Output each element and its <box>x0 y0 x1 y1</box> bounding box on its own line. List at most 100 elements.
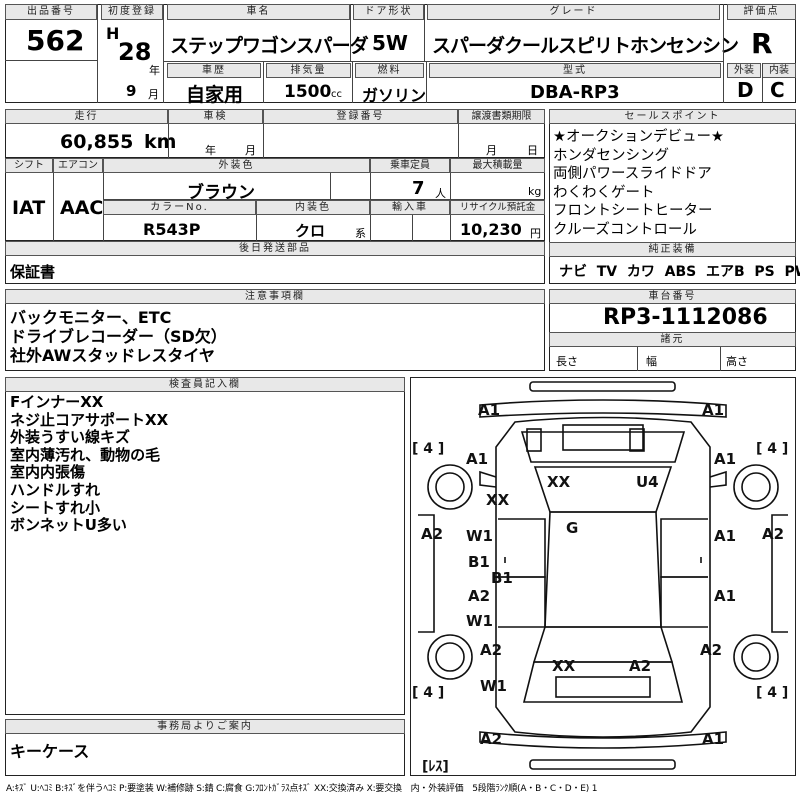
persons-unit: 人 <box>435 187 446 200</box>
damage-mark: XX <box>547 473 571 491</box>
damage-mark: A2 <box>421 525 443 543</box>
genuine-item: PS <box>754 264 775 280</box>
sales-point: 両側パワースライドドア <box>553 166 712 182</box>
inspector-line: 室内内張傷 <box>10 463 86 482</box>
spare-label: [ﾚｽ] <box>422 759 449 775</box>
tire-fr-label: [ 4 ] <box>756 441 788 457</box>
trans-month: 月 <box>486 144 497 157</box>
sales-point: クルーズコントロール <box>553 221 697 238</box>
lot-header: 出品番号 <box>5 4 97 20</box>
interior-value: C <box>770 78 785 102</box>
yen-unit: 円 <box>530 227 541 240</box>
ac-header: エアコン <box>53 158 103 173</box>
inspector-line: FインナーXX <box>10 393 104 411</box>
cc-unit: cc <box>331 89 342 100</box>
damage-mark: A1 <box>466 450 488 468</box>
insp-month: 月 <box>245 144 256 157</box>
damage-mark: W1 <box>466 612 493 630</box>
genuine-item: ABS <box>664 264 697 280</box>
shift-header: シフト <box>5 158 53 173</box>
chassis-value: RP3-1112086 <box>603 305 768 330</box>
exterior-header: 外装 <box>727 63 761 78</box>
genuine-header: 純正装備 <box>549 242 796 257</box>
damage-mark: A2 <box>762 525 784 543</box>
sales-point: ホンダセンシング <box>553 147 669 164</box>
office-header: 事務局よりご案内 <box>5 719 405 734</box>
history-header: 車歴 <box>167 63 261 78</box>
score-header: 評価点 <box>727 4 796 20</box>
ext-color-header: 外装色 <box>103 158 370 173</box>
first-reg-header: 初度登録 <box>101 4 163 20</box>
type-header: 型式 <box>429 63 721 78</box>
int-color-header: 内装色 <box>256 200 370 215</box>
int-color-value: クロ <box>295 222 326 240</box>
color-no-header: カラーNo. <box>103 200 256 215</box>
displacement-value: 1500 <box>284 82 332 102</box>
genuine-item: エアB <box>705 264 745 280</box>
shift-value: IAT <box>12 197 46 219</box>
inspection-header: 車検 <box>168 109 263 124</box>
genuine-item: カワ <box>626 264 655 280</box>
color-no-value: R543P <box>143 220 201 239</box>
score-value: R <box>751 27 773 60</box>
fuel-value: ガソリン <box>362 86 427 105</box>
recycle-value: 10,230 <box>460 220 522 239</box>
damage-mark: B1 <box>491 569 513 587</box>
specs-header: 諸元 <box>549 332 796 347</box>
later-parts-header: 後日発送部品 <box>5 241 545 256</box>
damage-mark: A1 <box>702 730 724 748</box>
sales-point: わくわくゲート <box>553 184 655 201</box>
genuine-list: ナビ TV カワ ABS エアB PS PW <box>559 261 800 281</box>
interior-header: 内装 <box>762 63 796 78</box>
damage-mark: G <box>566 519 578 537</box>
insp-year: 年 <box>205 144 216 157</box>
mileage-header: 走行 <box>5 109 168 124</box>
damage-mark: A2 <box>480 730 502 748</box>
damage-mark: A1 <box>702 401 724 419</box>
grade-value: スパーダクールスピリトホンセンシン <box>432 35 739 57</box>
ac-value: AAC <box>60 197 104 219</box>
plate-header: 登録番号 <box>263 109 458 124</box>
model-name: ステップワゴンスパーダ <box>170 35 369 57</box>
type-value: DBA-RP3 <box>530 82 620 103</box>
inspector-line: シートすれ小 <box>10 498 101 517</box>
inspector-line: ネジ止コアサポートXX <box>10 410 169 429</box>
exterior-value: D <box>737 78 754 102</box>
tire-rl-label: [ 4 ] <box>412 685 444 701</box>
era: H <box>106 24 120 43</box>
damage-mark: A2 <box>468 587 490 605</box>
damage-mark: A1 <box>714 587 736 605</box>
genuine-item: ナビ <box>559 264 587 280</box>
inspector-list: FインナーXX ネジ止コアサポートXX 外装うすい線キズ 室内薄汚れ、動物の毛 … <box>10 393 169 535</box>
damage-mark: A2 <box>629 657 651 675</box>
doors-value: 5W <box>372 31 408 55</box>
damage-mark: A1 <box>478 401 500 419</box>
reg-month: 9 <box>126 82 137 100</box>
damage-mark: W1 <box>480 677 507 695</box>
sales-points-header: セールスポイント <box>549 109 796 124</box>
genuine-item: PW <box>784 264 800 280</box>
damage-mark: A1 <box>714 450 736 468</box>
inspector-line: ハンドルすれ <box>10 480 101 499</box>
car-diagram-box <box>410 377 796 776</box>
spec-length: 長さ <box>556 355 578 368</box>
tire-rr-label: [ 4 ] <box>756 685 788 701</box>
car-diagram: A1 A1 A1 A1 XX XX U4 G A2 W1 A1 A2 B1 B1… <box>412 381 788 775</box>
history-value: 自家用 <box>186 84 244 106</box>
tire-fl-label: [ 4 ] <box>412 441 444 457</box>
grade-header: グレード <box>427 4 720 20</box>
later-parts-value: 保証書 <box>10 263 56 281</box>
damage-mark: XX <box>552 657 576 675</box>
trans-day: 日 <box>527 144 538 157</box>
kei-unit: 系 <box>355 227 366 240</box>
sales-point: ★オークションデビュー★ <box>553 129 724 145</box>
inspector-header: 検査員記入欄 <box>5 377 405 392</box>
import-header: 輸入車 <box>370 200 450 215</box>
note-line: 社外AWスタッドレスタイヤ <box>10 346 215 365</box>
office-value: キーケース <box>10 742 90 761</box>
reg-year: 28 <box>118 38 152 66</box>
km-unit: km <box>144 131 177 153</box>
legend: A:ｷｽﾞ U:ﾍｺﾐ B:ｷｽﾞを伴うﾍｺﾐ P:要塗装 W:補修跡 S:錆 … <box>6 784 598 794</box>
capacity-header: 乗車定員 <box>370 158 450 173</box>
genuine-item: TV <box>596 264 618 280</box>
